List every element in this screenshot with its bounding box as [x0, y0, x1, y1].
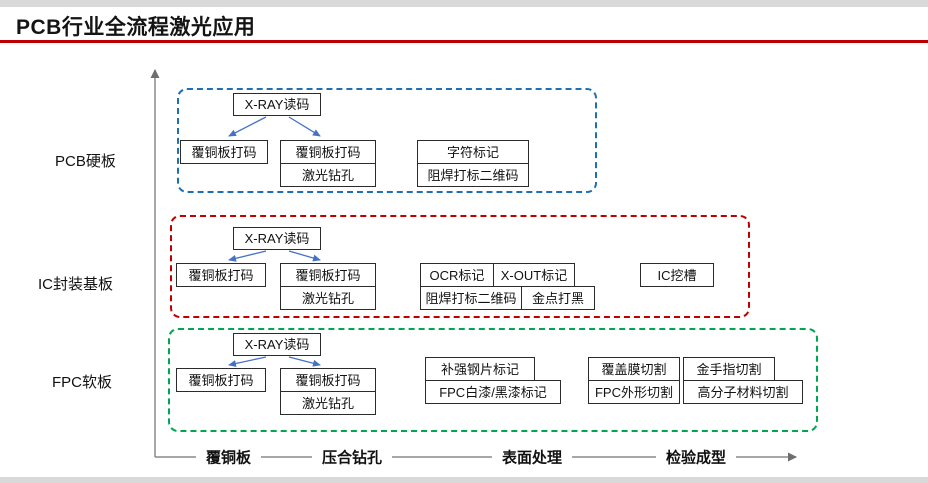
- node-ic-ccl2: 覆铜板打码: [280, 263, 376, 287]
- row-label-fpc: FPC软板: [52, 374, 113, 391]
- node-ic-xray: X-RAY读码: [233, 227, 321, 250]
- node-ic-xout: X-OUT标记: [493, 263, 575, 287]
- node-ic-slot: IC挖槽: [640, 263, 714, 287]
- node-ic-solder-qr: 阻焊打标二维码: [420, 286, 522, 310]
- axis-stage-lam-drill: 压合钻孔: [312, 445, 393, 469]
- title-underline: [0, 40, 928, 43]
- group-frame-fpc: [168, 328, 818, 432]
- row-label-ic: IC封装基板: [38, 276, 114, 293]
- node-fpc-ccl1: 覆铜板打码: [176, 368, 266, 392]
- node-fpc-polymer: 高分子材料切割: [683, 380, 803, 404]
- top-strip: [0, 0, 928, 7]
- node-pcb-xray: X-RAY读码: [233, 93, 321, 116]
- ic-xray-arrow-left: [228, 250, 267, 262]
- pcb-xray-arrow-left: [228, 116, 267, 137]
- node-ic-ocr: OCR标记: [420, 263, 494, 287]
- fpc-xray-arrow-left: [228, 356, 267, 367]
- axis-stage-surface: 表面处理: [492, 445, 573, 469]
- node-pcb-ccl2: 覆铜板打码: [280, 140, 376, 164]
- node-ic-gold-black: 金点打黑: [521, 286, 595, 310]
- node-pcb-char-mark: 字符标记: [417, 140, 529, 164]
- node-pcb-ccl1: 覆铜板打码: [180, 140, 268, 164]
- pcb-xray-arrow-right: [288, 116, 321, 137]
- node-fpc-paint: FPC白漆/黑漆标记: [425, 380, 561, 404]
- node-fpc-coverlay: 覆盖膜切割: [588, 357, 680, 381]
- page-title: PCB行业全流程激光应用: [16, 16, 256, 39]
- group-frame-ic: [170, 215, 750, 318]
- node-fpc-drill: 激光钻孔: [280, 391, 376, 415]
- node-fpc-gold-finger: 金手指切割: [683, 357, 775, 381]
- node-fpc-xray: X-RAY读码: [233, 333, 321, 356]
- node-ic-ccl1: 覆铜板打码: [176, 263, 266, 287]
- ic-xray-arrow-right: [288, 250, 321, 262]
- node-pcb-solder-qr: 阻焊打标二维码: [417, 163, 529, 187]
- bottom-strip: [0, 477, 928, 483]
- fpc-xray-arrow-right: [288, 356, 321, 367]
- node-ic-drill: 激光钻孔: [280, 286, 376, 310]
- node-fpc-outline: FPC外形切割: [588, 380, 680, 404]
- node-fpc-stiffener: 补强钢片标记: [425, 357, 535, 381]
- node-fpc-ccl2: 覆铜板打码: [280, 368, 376, 392]
- axis-stage-inspect: 检验成型: [656, 445, 737, 469]
- axis-stage-ccl: 覆铜板: [196, 445, 262, 469]
- row-label-pcb: PCB硬板: [55, 153, 116, 170]
- group-frame-pcb: [177, 88, 597, 193]
- node-pcb-drill: 激光钻孔: [280, 163, 376, 187]
